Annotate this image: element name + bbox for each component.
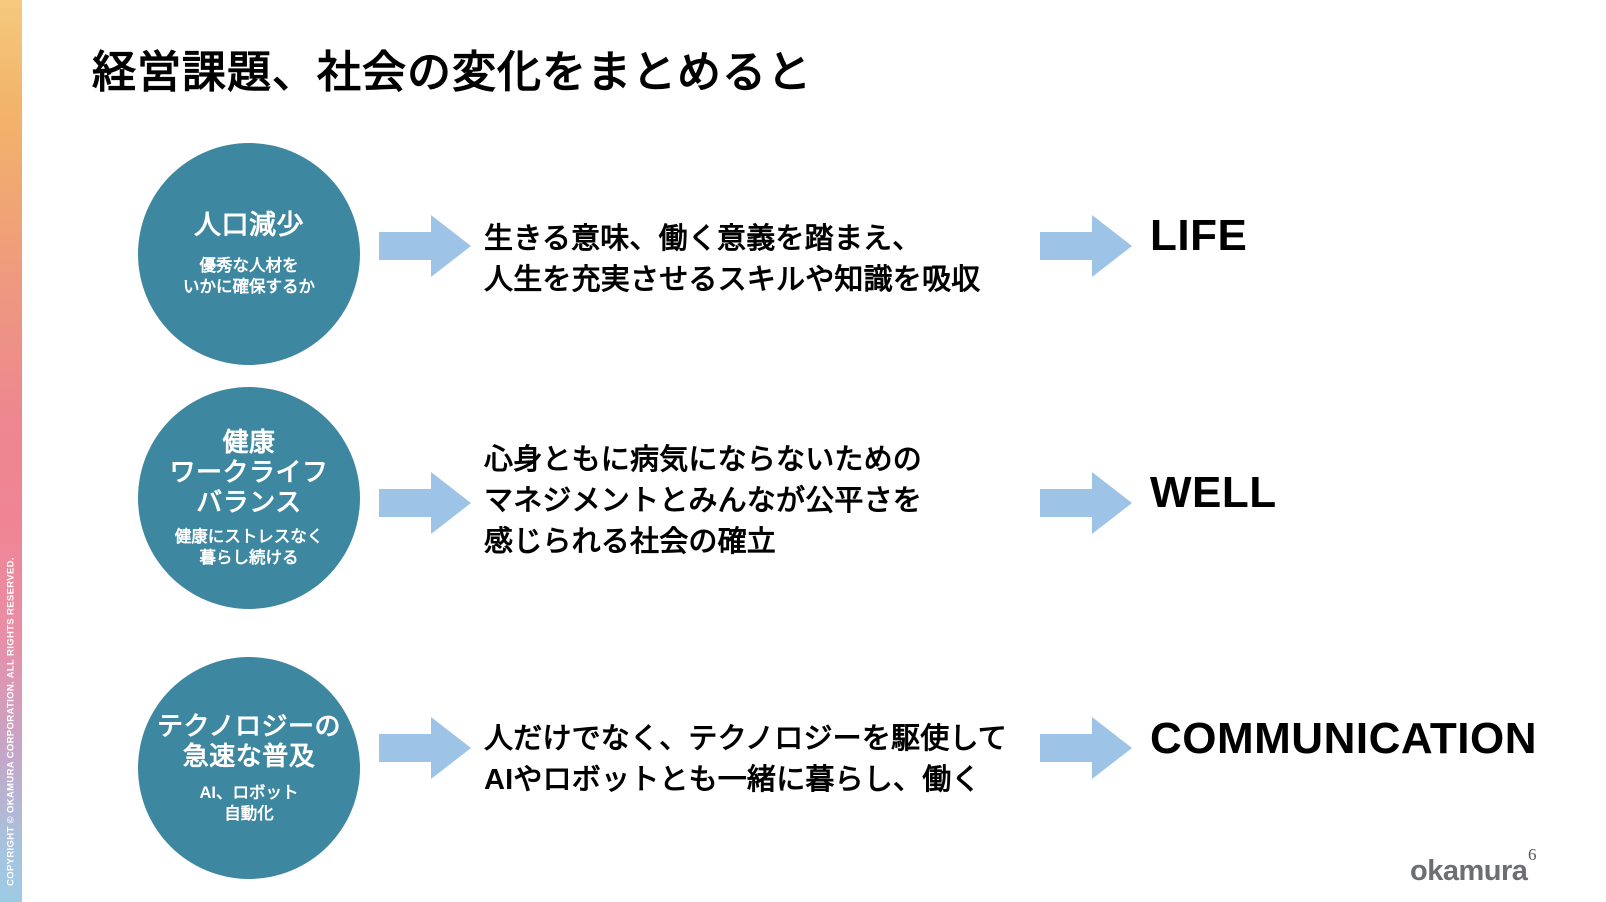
okamura-logo: okamura	[1410, 855, 1528, 887]
right-arrow-icon	[1040, 472, 1132, 534]
circle-subtext: 優秀な人材を いかに確保するか	[183, 256, 315, 296]
content-row: 健康 ワークライフ バランス 健康にストレスなく 暮らし続ける 心身ともに病気に…	[0, 387, 1606, 609]
row-keyword: WELL	[1150, 468, 1277, 517]
row-description: 心身ともに病気にならないための マネジメントとみんなが公平さを 感じられる社会の…	[484, 444, 923, 559]
circle-heading: 健康 ワークライフ バランス	[169, 427, 329, 518]
right-arrow-icon	[379, 472, 471, 534]
page-title: 経営課題、社会の変化をまとめると	[92, 48, 812, 97]
theme-circle-technology: テクノロジーの 急速な普及 AI、ロボット 自動化	[138, 657, 360, 879]
row-keyword: COMMUNICATION	[1150, 714, 1537, 763]
page-number: 6	[1528, 845, 1537, 864]
circle-subtext: 健康にストレスなく 暮らし続ける	[174, 527, 324, 567]
content-row: 人口減少 優秀な人材を いかに確保するか 生きる意味、働く意義を踏まえ、 人生を…	[0, 143, 1606, 365]
right-arrow-icon	[1040, 215, 1132, 277]
circle-heading: 人口減少	[194, 210, 304, 241]
circle-subtext: AI、ロボット 自動化	[199, 784, 299, 824]
row-keyword: LIFE	[1150, 211, 1248, 260]
left-gradient-stripe	[0, 0, 22, 902]
right-arrow-icon	[379, 215, 471, 277]
row-description: 人だけでなく、テクノロジーを駆使して AIやロボットとも一緒に暮らし、働く	[484, 723, 1007, 797]
theme-circle-population: 人口減少 優秀な人材を いかに確保するか	[138, 143, 360, 365]
right-arrow-icon	[379, 717, 471, 779]
theme-circle-worklife: 健康 ワークライフ バランス 健康にストレスなく 暮らし続ける	[138, 387, 360, 609]
content-row: テクノロジーの 急速な普及 AI、ロボット 自動化 人だけでなく、テクノロジーを…	[0, 657, 1606, 879]
right-arrow-icon	[1040, 717, 1132, 779]
row-description: 生きる意味、働く意義を踏まえ、 人生を充実させるスキルや知識を吸収	[484, 223, 981, 297]
circle-heading: テクノロジーの 急速な普及	[157, 710, 341, 771]
